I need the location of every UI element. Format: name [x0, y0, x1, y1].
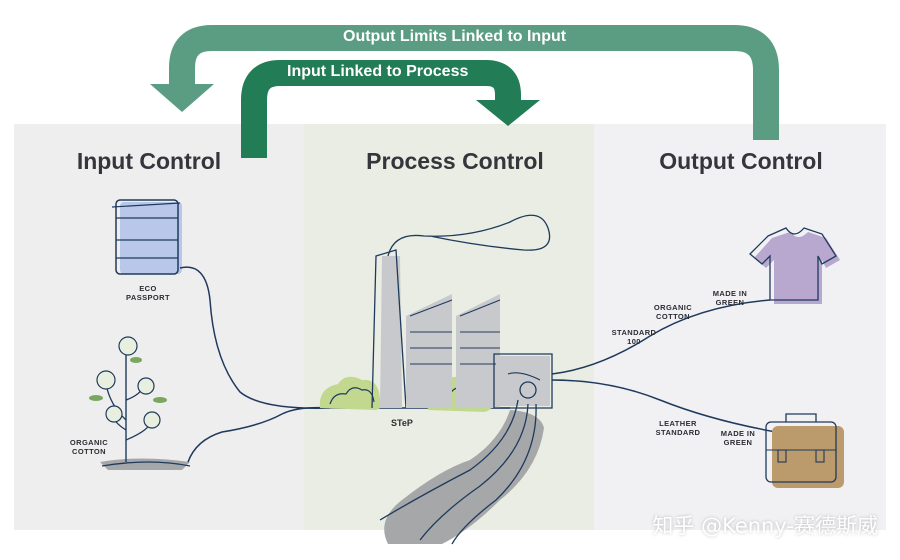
organic-cotton-output-label-line1: ORGANIC: [653, 303, 693, 312]
organic-cotton-output-label-line2: COTTON: [656, 312, 690, 321]
standard-100-label-line2: 100: [627, 337, 641, 346]
leather-standard-label-line1: LEATHER: [659, 419, 697, 428]
process-control-title: Process Control: [366, 148, 544, 174]
organic-cotton-input-label-line2: COTTON: [72, 447, 106, 456]
river-icon: [379, 399, 544, 545]
organic-cotton-input-label-line1: ORGANIC: [69, 438, 109, 447]
eco-passport-label: ECO PASSPORT: [118, 284, 178, 302]
step-label: STeP: [391, 418, 413, 428]
barrel-icon: [111, 199, 182, 275]
made-in-green-bag-label: MADE IN GREEN: [712, 429, 764, 447]
factory-icon: [319, 214, 553, 412]
inner-arrow: [241, 60, 540, 158]
watermark: 知乎 @Kenny-赛德斯威: [652, 514, 878, 538]
leather-standard-label: LEATHER STANDARD: [650, 419, 706, 437]
eco-passport-label-line1: ECO: [139, 284, 157, 293]
made-in-green-bag-label-line2: GREEN: [723, 438, 753, 447]
outer-arrow: [150, 25, 779, 140]
organic-cotton-input-label: ORGANIC COTTON: [60, 438, 118, 456]
output-control-title: Output Control: [659, 148, 823, 174]
outer-arrow-label: Output Limits Linked to Input: [343, 28, 567, 45]
standard-100-label: STANDARD 100: [604, 328, 664, 346]
bag-icon: [765, 413, 844, 488]
made-in-green-bag-label-line1: MADE IN: [720, 429, 756, 438]
made-in-green-shirt-label: MADE IN GREEN: [704, 289, 756, 307]
eco-passport-label-line2: PASSPORT: [126, 293, 170, 302]
cotton-plant-icon: [89, 336, 191, 470]
tshirt-icon: [749, 227, 840, 304]
inner-arrow-label: Input Linked to Process: [287, 63, 469, 80]
organic-cotton-output-label: ORGANIC COTTON: [646, 303, 700, 321]
made-in-green-shirt-label-line1: MADE IN: [712, 289, 748, 298]
input-control-title: Input Control: [76, 148, 222, 174]
made-in-green-shirt-label-line2: GREEN: [715, 298, 745, 307]
standard-100-label-line1: STANDARD: [611, 328, 657, 337]
leather-standard-label-line2: STANDARD: [655, 428, 701, 437]
